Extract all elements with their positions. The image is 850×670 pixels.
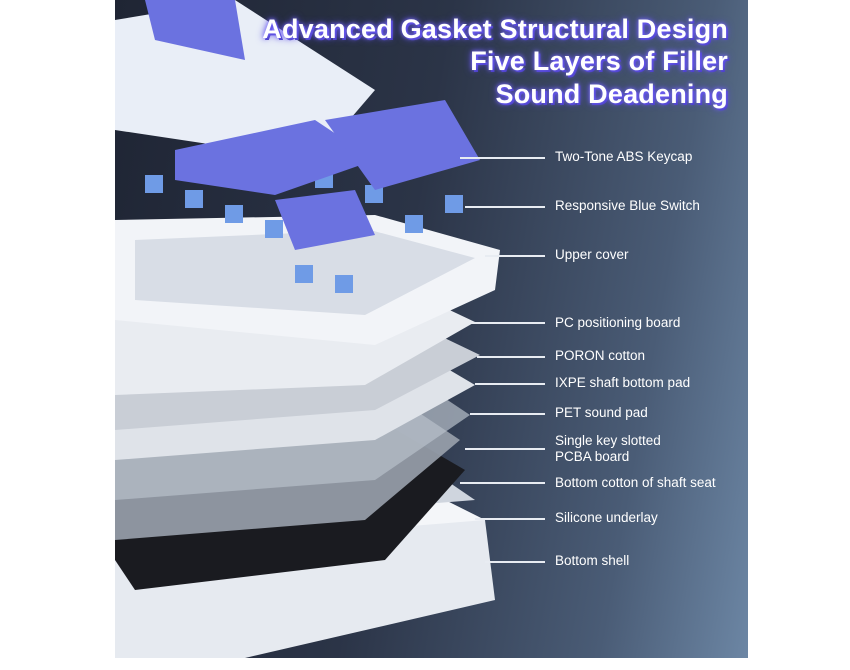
layer-label-poron: PORON cotton (555, 348, 646, 363)
headline-line-2: Five Layers of Filler (470, 46, 728, 76)
layer-label-ixpe: IXPE shaft bottom pad (555, 375, 691, 390)
leader-line (485, 255, 545, 257)
headline-line-3: Sound Deadening (495, 79, 728, 109)
layer-label-silicone: Silicone underlay (555, 510, 658, 525)
layer-label-bottom-cotton: Bottom cotton of shaft seat (555, 475, 716, 490)
headline-line-1: Advanced Gasket Structural Design (262, 14, 728, 44)
layer-label-pcba-line1: Single key slotted (555, 433, 661, 448)
leader-line (460, 157, 545, 159)
leader-line (477, 356, 545, 358)
layer-label-pcba: Single key slotted PCBA board (555, 433, 661, 465)
leader-line (470, 322, 545, 324)
exploded-keyboard-illustration (115, 0, 500, 658)
blue-switches (145, 170, 463, 293)
keycap-block-purple (145, 0, 245, 60)
leader-line (465, 448, 545, 450)
layer-label-pet: PET sound pad (555, 405, 648, 420)
layer-label-pcba-line2: PCBA board (555, 449, 630, 464)
product-infographic: Advanced Gasket Structural Design Five L… (115, 0, 748, 658)
layer-label-bottom-shell: Bottom shell (555, 553, 630, 568)
layer-label-keycap: Two-Tone ABS Keycap (555, 149, 693, 164)
leader-line (475, 518, 545, 520)
leader-line (485, 561, 545, 563)
leader-line (460, 482, 545, 484)
leader-line (475, 383, 545, 385)
leader-line (465, 206, 545, 208)
layer-label-pc-board: PC positioning board (555, 315, 681, 330)
layer-label-switch: Responsive Blue Switch (555, 198, 700, 213)
layer-label-upper-cover: Upper cover (555, 247, 629, 262)
leader-line (470, 413, 545, 415)
